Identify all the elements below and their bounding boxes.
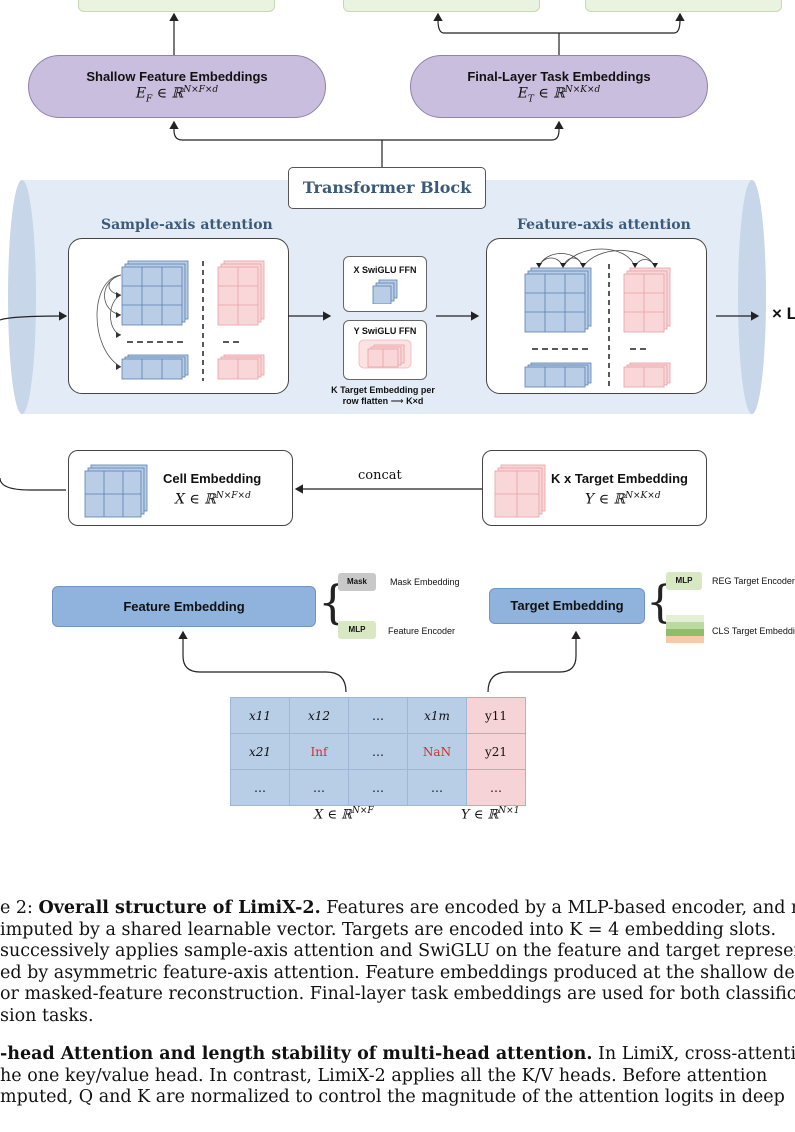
table-to-embedding-arrows xyxy=(178,630,581,693)
shallow-feature-embeddings: Shallow Feature Embeddings EF ∈ ℝN×F×d xyxy=(28,55,326,118)
top-output-box-middle xyxy=(343,0,540,12)
caption-line-2: imputed by a shared learnable vector. Ta… xyxy=(0,919,777,940)
transformer-block-title: Transformer Block xyxy=(288,167,486,209)
table-cell: y21 xyxy=(466,733,526,770)
y-space-label: Y ∈ ℝN×1 xyxy=(461,806,520,823)
table-cell: x12 xyxy=(289,697,349,734)
feature-encoder-label: Feature Encoder xyxy=(388,626,456,636)
table-cell: … xyxy=(407,769,467,806)
table-cell: … xyxy=(230,769,290,806)
caption-line-4: ed by asymmetric feature-axis attention.… xyxy=(0,962,795,983)
feature-axis-panel xyxy=(486,238,707,394)
cell-embedding-title: Cell Embedding xyxy=(163,471,262,486)
x-ffn-cube-icon xyxy=(372,279,398,305)
table-row: x21 Inf … NaN y21 xyxy=(230,733,526,770)
flatten-note-line1: K Target Embedding per xyxy=(331,385,435,395)
cell-embedding-icon xyxy=(84,464,148,518)
target-embedding-math: Y ∈ ℝN×K×d xyxy=(585,491,661,508)
paragraph-line-2: he one key/value head. In contrast, Limi… xyxy=(0,1065,768,1086)
cell-embedding-box: Cell Embedding X ∈ ℝN×F×d xyxy=(68,450,293,526)
input-data-table: x11 x12 … x1m y11 x21 Inf … NaN y21 … … … xyxy=(230,697,526,806)
cell-embedding-math: X ∈ ℝN×F×d xyxy=(175,491,251,508)
target-embedding-block: Target Embedding xyxy=(489,588,645,624)
table-cell: NaN xyxy=(407,733,467,770)
sample-axis-graphic xyxy=(96,260,265,381)
paragraph-line-3: mputed, Q and K are normalized to contro… xyxy=(0,1087,785,1107)
transformer-flow-arrows xyxy=(0,311,760,494)
caption-line-1: e 2: Overall structure of LimiX-2. Featu… xyxy=(0,898,795,918)
caption-line-6: sion tasks. xyxy=(0,1005,94,1026)
cls-target-embedding-icon xyxy=(666,615,704,643)
paragraph-line-1: -head Attention and length stability of … xyxy=(0,1044,795,1064)
table-cell: x21 xyxy=(230,733,290,770)
table-cell: … xyxy=(348,769,408,806)
x-swiglu-ffn: X SwiGLU FFN xyxy=(343,256,427,312)
blue-cell-stack xyxy=(121,260,189,380)
mask-embedding-label: Mask Embedding xyxy=(390,577,460,587)
concat-label: concat xyxy=(358,468,402,483)
table-cell: … xyxy=(289,769,349,806)
table-cell: … xyxy=(348,697,408,734)
shallow-math: EF ∈ ℝN×F×d xyxy=(135,85,219,105)
y-swiglu-ffn: Y SwiGLU FFN xyxy=(343,320,427,380)
caption-line-5: or masked-feature reconstruction. Final-… xyxy=(0,984,795,1004)
target-mlp-tag: MLP xyxy=(666,572,702,590)
x-ffn-label: X SwiGLU FFN xyxy=(353,265,417,275)
figure-caption: e 2: Overall structure of LimiX-2. Featu… xyxy=(0,898,795,1027)
y-ffn-cube-icon xyxy=(358,339,412,369)
x-space-label: X ∈ ℝN×F xyxy=(314,806,374,823)
table-cell: y11 xyxy=(466,697,526,734)
feature-axis-heading: Feature-axis attention xyxy=(517,217,691,233)
table-cell: Inf xyxy=(289,733,349,770)
table-row: … … … … … xyxy=(230,769,526,806)
target-embedding-title: K x Target Embedding xyxy=(551,471,688,486)
cls-target-embedding-label: CLS Target Embedding xyxy=(712,626,795,636)
caption-line-3: successively applies sample-axis attenti… xyxy=(0,941,795,961)
feature-mlp-tag: MLP xyxy=(338,621,376,639)
table-row: x11 x12 … x1m y11 xyxy=(230,697,526,734)
final-layer-task-embeddings: Final-Layer Task Embeddings ET ∈ ℝN×K×d xyxy=(410,55,708,118)
y-ffn-label: Y SwiGLU FFN xyxy=(353,326,417,336)
mask-tag: Mask xyxy=(338,573,376,591)
shallow-title: Shallow Feature Embeddings xyxy=(86,69,268,84)
target-embedding-box: K x Target Embedding Y ∈ ℝN×K×d xyxy=(482,450,707,526)
flatten-note: K Target Embedding per row flatten ⟶ K×d xyxy=(318,385,448,407)
table-cell: … xyxy=(348,733,408,770)
feature-axis-graphic xyxy=(524,248,671,388)
target-embedding-icon xyxy=(494,464,546,518)
top-output-box-left xyxy=(78,0,275,12)
reg-target-encoder-label: REG Target Encoder xyxy=(712,576,795,586)
table-cell: x11 xyxy=(230,697,290,734)
flatten-note-line2: row flatten ⟶ K×d xyxy=(342,396,424,406)
final-title: Final-Layer Task Embeddings xyxy=(467,69,651,84)
body-paragraph: -head Attention and length stability of … xyxy=(0,1044,795,1109)
sample-axis-panel xyxy=(68,238,289,394)
top-output-box-right xyxy=(585,0,782,12)
final-math: ET ∈ ℝN×K×d xyxy=(517,85,601,105)
feature-embedding-block: Feature Embedding xyxy=(52,586,316,627)
table-cell: … xyxy=(466,769,526,806)
repeat-l-label: × L xyxy=(772,304,795,323)
table-cell: x1m xyxy=(407,697,467,734)
sample-axis-heading: Sample-axis attention xyxy=(101,217,273,233)
pink-cell-stack xyxy=(217,260,265,380)
